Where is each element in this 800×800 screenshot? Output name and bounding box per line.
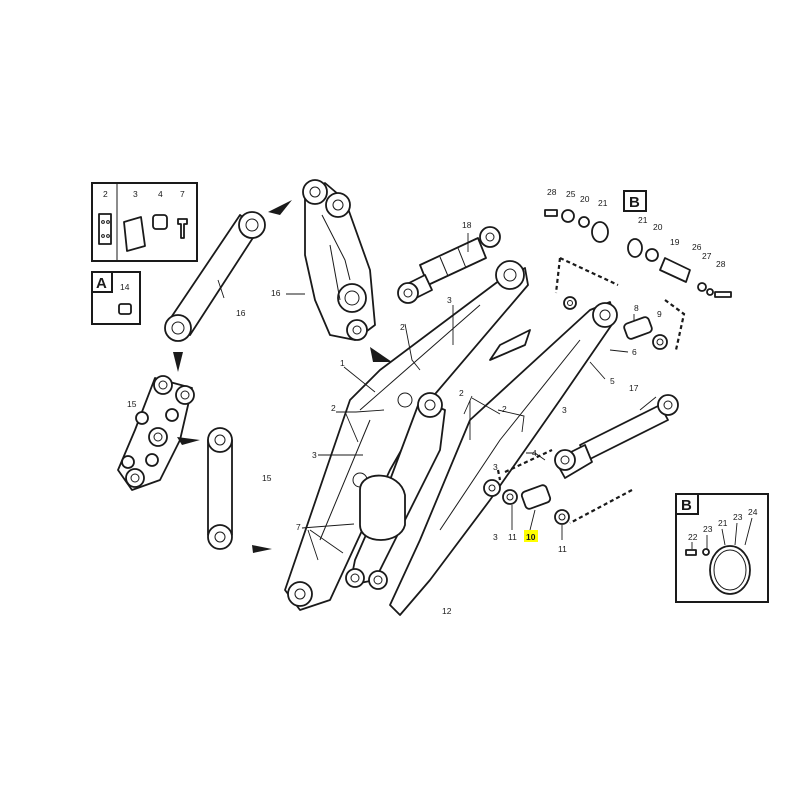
label-28-b: 28: [716, 259, 726, 269]
label-21-a: 21: [598, 198, 608, 208]
cylinder-18: [397, 226, 501, 304]
label-16-b: 16: [271, 288, 281, 298]
label-4: 4: [532, 448, 537, 458]
label-8: 8: [634, 303, 639, 313]
label-18: 18: [462, 220, 472, 230]
label-17: 17: [629, 383, 639, 393]
pin-assembly-upper: [563, 296, 668, 350]
kit-contents-box: 2 3 4 7: [91, 182, 198, 262]
spacer-part: [152, 214, 168, 230]
label-15-a: 15: [127, 399, 137, 409]
detail-label-24: 24: [748, 507, 758, 517]
label-2-d: 2: [502, 404, 507, 414]
part-labels: 1 2 2 2 2 3 3 3 3 3 4 5 6 7 8 9 10 11 11…: [127, 187, 726, 616]
box-a-letter: A: [96, 275, 107, 292]
label-7: 7: [296, 522, 301, 532]
detail-label-22: 22: [688, 532, 698, 542]
label-26: 26: [692, 242, 702, 252]
label-1: 1: [340, 358, 345, 368]
cap-part: [118, 303, 132, 315]
label-16-a: 16: [236, 308, 246, 318]
label-3-d: 3: [562, 405, 567, 415]
leader-lines: [217, 233, 657, 561]
hardware-set-upper-right: [544, 209, 732, 298]
label-10: 10: [526, 532, 536, 542]
label-12: 12: [442, 606, 452, 616]
label-2-a: 2: [331, 403, 336, 413]
dashed-groupings: [496, 257, 686, 524]
label-5: 5: [610, 376, 615, 386]
cylinder-17: [554, 394, 679, 479]
kit-label-3: 3: [133, 189, 138, 199]
detail-box-b: B 22 23 21 23 24: [675, 493, 769, 603]
label-20-b: 20: [653, 222, 663, 232]
bell-crank-16: [302, 179, 376, 341]
detail-label-21: 21: [718, 518, 728, 528]
detail-box-a: A 14: [91, 271, 141, 325]
label-3-e: 3: [493, 532, 498, 542]
pin-assembly-mid: [502, 484, 570, 525]
link-rod-15: [207, 427, 233, 550]
wear-plate-part: [98, 213, 112, 245]
label-19: 19: [670, 237, 680, 247]
label-11-a: 11: [508, 532, 517, 542]
tilt-lever: [345, 392, 446, 590]
kit-label-7: 7: [180, 189, 185, 199]
boom-arm-right: [389, 301, 618, 616]
label-27: 27: [702, 251, 712, 261]
label-2-c: 2: [459, 388, 464, 398]
link-rod-16: [164, 211, 266, 342]
label-15-b: 15: [262, 473, 272, 483]
detail-b-letter: B: [681, 497, 692, 514]
highlight-10: [524, 530, 538, 542]
label-9: 9: [657, 309, 662, 319]
callout-arrows: [173, 200, 392, 553]
label-2-b: 2: [400, 322, 405, 332]
label-3-a: 3: [447, 295, 452, 305]
callout-b-upper: B: [623, 190, 647, 212]
label-21-b: 21: [638, 215, 648, 225]
label-11-b: 11: [558, 544, 567, 554]
detail-label-23b: 23: [733, 512, 743, 522]
kit-label-4: 4: [158, 189, 163, 199]
label-3-b: 3: [312, 450, 317, 460]
label-28-a: 28: [547, 187, 557, 197]
label-25: 25: [566, 189, 576, 199]
bolt-part: [177, 218, 188, 239]
label-3-c: 3: [493, 462, 498, 472]
label-20-a: 20: [580, 194, 590, 204]
callout-b-letter: B: [629, 194, 640, 211]
kit-label-2: 2: [103, 189, 108, 199]
detail-label-23a: 23: [703, 524, 713, 534]
pad-part: [123, 216, 146, 252]
bell-crank-15: [117, 375, 195, 491]
label-6: 6: [632, 347, 637, 357]
label-14: 14: [120, 282, 130, 292]
